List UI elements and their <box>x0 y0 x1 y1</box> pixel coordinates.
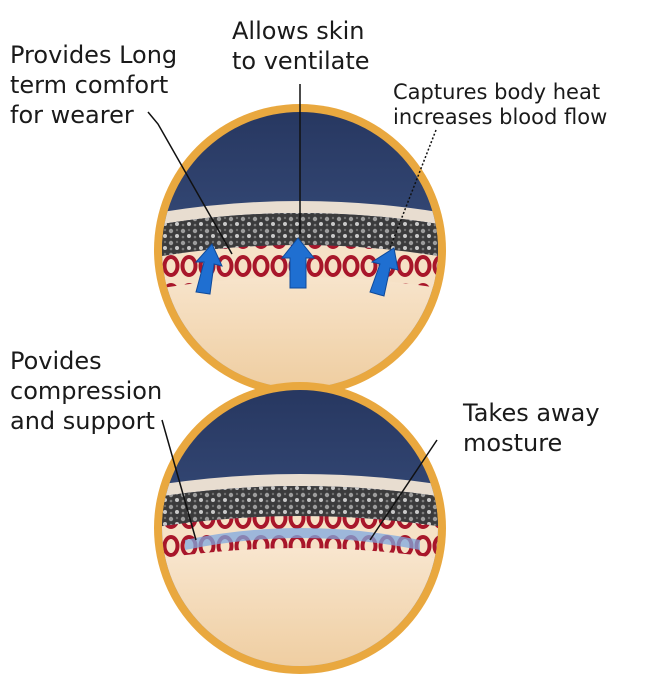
label-line: Takes away <box>463 399 600 427</box>
leader-compression <box>161 419 197 541</box>
label-line: Allows skin <box>232 17 365 45</box>
bottom-cross-section <box>154 382 446 674</box>
arrow-center <box>280 237 316 289</box>
label-line: increases blood flow <box>393 105 608 129</box>
label-body-heat: Captures body heat increases blood flow <box>393 80 607 130</box>
leader-heat <box>389 129 437 249</box>
arrow-right <box>369 247 399 297</box>
top-mesh-layer <box>162 213 438 258</box>
label-moisture: Takes away mosture <box>463 398 600 458</box>
label-compression-support: Povides compression and support <box>10 346 162 436</box>
label-line: Povides <box>10 347 102 375</box>
bottom-mesh-layer <box>162 486 438 528</box>
label-line: term comfort <box>10 71 169 99</box>
label-line: Captures body heat <box>393 80 601 104</box>
label-long-term-comfort: Provides Long term comfort for wearer <box>10 40 177 130</box>
leader-comfort <box>147 111 233 255</box>
bottom-skin <box>162 547 438 666</box>
top-airflow-arrows <box>194 237 399 297</box>
label-line: mosture <box>463 429 563 457</box>
label-line: to ventilate <box>232 47 370 75</box>
top-cross-section <box>154 104 446 396</box>
moisture-band <box>185 528 420 550</box>
leader-moisture <box>369 439 438 541</box>
arrow-left <box>194 243 223 295</box>
label-line: and support <box>10 407 155 435</box>
label-line: for wearer <box>10 101 134 129</box>
label-line: Provides Long <box>10 41 178 69</box>
label-ventilate: Allows skin to ventilate <box>232 16 370 76</box>
label-line: compression <box>10 377 163 405</box>
leader-lines <box>147 84 438 541</box>
top-outer-band <box>162 201 438 226</box>
